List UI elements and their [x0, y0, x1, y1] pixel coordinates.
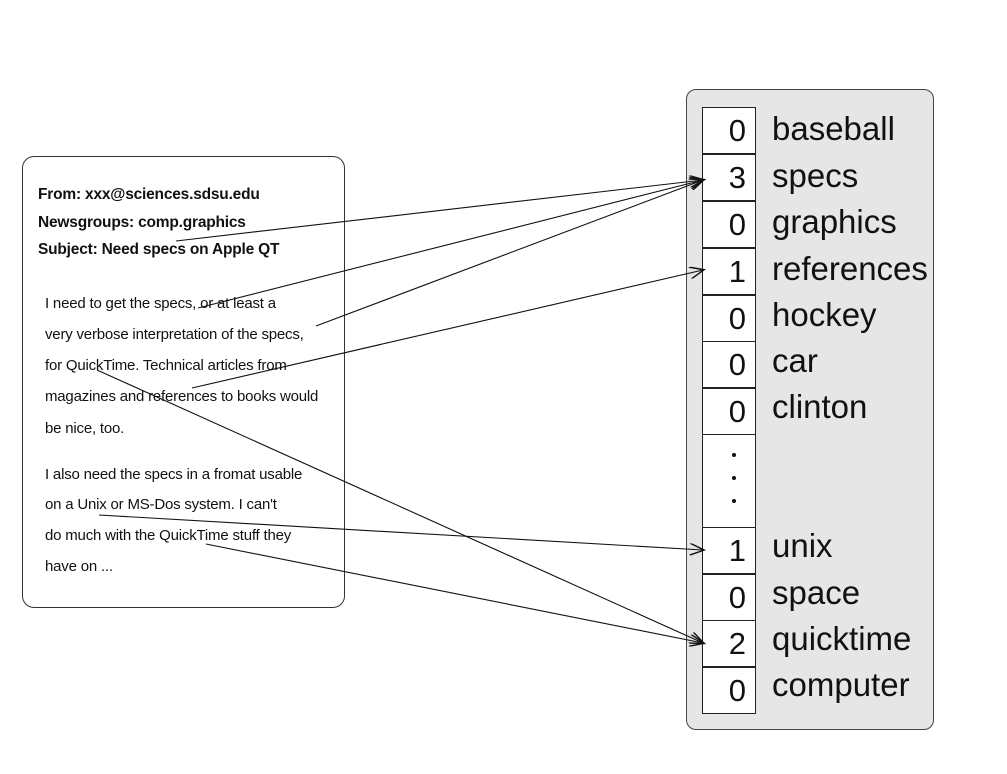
- arrow-subject-specs: [175, 180, 703, 242]
- count-cell-baseball: 0: [702, 107, 756, 154]
- term-car: car: [772, 342, 818, 379]
- term-clinton: clinton: [772, 388, 868, 425]
- term-quicktime: quicktime: [772, 620, 912, 657]
- term-references: references: [772, 250, 928, 287]
- count-cell-computer: 0: [702, 667, 756, 714]
- document-box: [22, 156, 345, 608]
- body-line: for QuickTime. Technical articles from: [45, 357, 287, 374]
- term-unix: unix: [772, 527, 833, 564]
- count-cell-unix: 1: [702, 527, 756, 574]
- body-line: I need to get the specs, or at least a: [45, 295, 276, 312]
- term-hockey: hockey: [772, 296, 877, 333]
- term-space: space: [772, 574, 861, 611]
- term-baseball: baseball: [772, 110, 895, 147]
- ellipsis-dot: [732, 476, 736, 480]
- body-line: magazines and references to books would: [45, 388, 319, 405]
- count-cell-hockey: 0: [702, 295, 756, 342]
- count-cell-space: 0: [702, 574, 756, 621]
- arrow-line2-specs: [315, 180, 703, 327]
- header-from: From: xxx@sciences.sdsu.edu: [38, 186, 260, 203]
- ellipsis-cell: [702, 434, 756, 528]
- arrow-quicktime-1: [96, 369, 703, 643]
- count-cell-specs: 3: [702, 154, 756, 201]
- body-line: be nice, too.: [45, 420, 125, 437]
- arrow-quicktime-2: [205, 543, 703, 643]
- count-cell-references: 1: [702, 248, 756, 295]
- header-subject: Subject: Need specs on Apple QT: [38, 241, 280, 258]
- count-cell-car: 0: [702, 341, 756, 388]
- arrow-line1-specs: [197, 180, 703, 309]
- term-computer: computer: [772, 666, 910, 703]
- arrow-unix: [98, 514, 703, 550]
- arrow-references: [191, 270, 703, 389]
- header-newsgroups: Newsgroups: comp.graphics: [38, 214, 246, 231]
- body-line: do much with the QuickTime stuff they: [45, 527, 292, 544]
- ellipsis-dot: [732, 453, 736, 457]
- body-line: have on ...: [45, 558, 113, 575]
- count-cell-clinton: 0: [702, 388, 756, 435]
- ellipsis-dot: [732, 499, 736, 503]
- term-specs: specs: [772, 157, 859, 194]
- term-graphics: graphics: [772, 203, 897, 240]
- body-line: on a Unix or MS-Dos system. I can't: [45, 496, 277, 513]
- body-line: I also need the specs in a fromat usable: [45, 466, 303, 483]
- body-line: very verbose interpretation of the specs…: [45, 326, 304, 343]
- count-cell-graphics: 0: [702, 201, 756, 248]
